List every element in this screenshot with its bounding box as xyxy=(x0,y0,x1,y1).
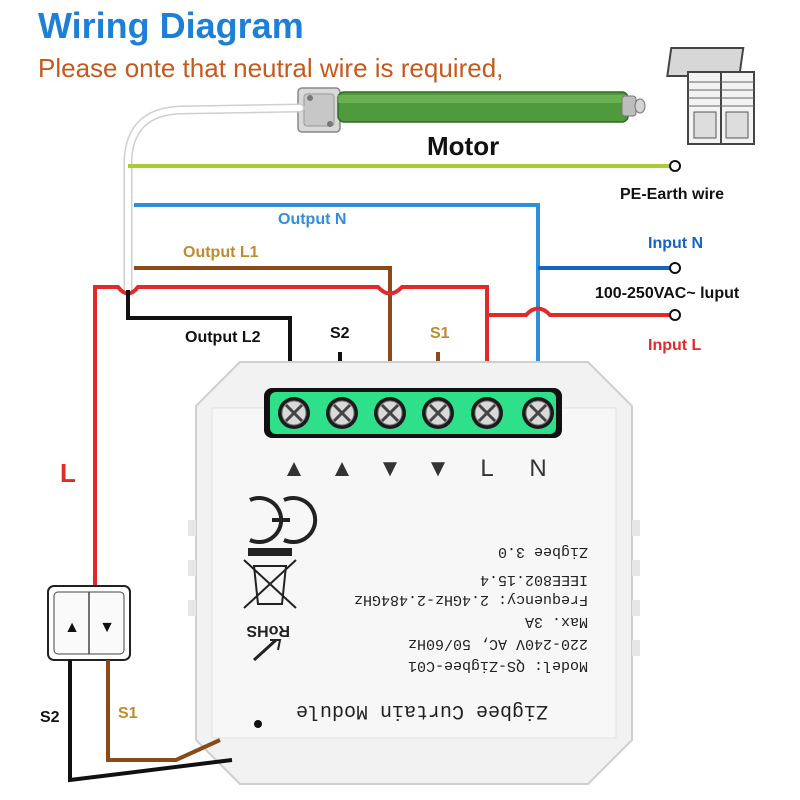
wall-switch[interactable] xyxy=(47,585,131,661)
motor-icon xyxy=(297,87,646,133)
terminal-mark: ▲ xyxy=(330,455,354,482)
rohs-icon xyxy=(252,638,282,662)
module-spec-line: Frequency: 2.4GHz-2.484GHz xyxy=(354,591,588,608)
terminal-mark: ▼ xyxy=(426,455,450,482)
switch-s1-label: S1 xyxy=(118,705,138,722)
terminal-screw xyxy=(278,397,310,429)
motor-cable xyxy=(123,103,305,295)
supply-voltage-label: 100-250VAC~ luput xyxy=(595,285,740,302)
terminal-screw xyxy=(374,397,406,429)
input-l-wire xyxy=(488,306,673,317)
l-wire-label: L xyxy=(60,458,76,488)
module-spec-line: Max. 3A xyxy=(525,613,588,630)
switch-s1-wire xyxy=(106,660,221,762)
switch-up-button[interactable]: ▲ xyxy=(64,619,80,636)
module-spec-line: IEEE802.15.4 xyxy=(480,571,588,588)
switch-s2-label: S2 xyxy=(40,709,60,726)
output-l1-wire xyxy=(134,266,392,395)
terminal-mark: L xyxy=(480,455,493,482)
line-wire xyxy=(93,285,489,585)
output-n-wire xyxy=(134,203,540,395)
terminal-mark: N xyxy=(529,455,546,482)
page-subtitle: Please onte that neutral wire is require… xyxy=(38,53,503,83)
ce-mark-text: CE xyxy=(248,519,250,521)
terminal-screw xyxy=(326,397,358,429)
output-l1-label: Output L1 xyxy=(183,244,259,261)
rohs-label: RoHS xyxy=(246,622,290,639)
earth-wire-label: PE-Earth wire xyxy=(620,186,724,203)
switch-down-button[interactable]: ▼ xyxy=(99,619,115,636)
module-spec-line: Model: QS-Zigbee-C01 xyxy=(408,657,588,674)
earth-terminal xyxy=(669,160,681,172)
terminal-screw xyxy=(471,397,503,429)
switch-s2-wire xyxy=(68,660,233,783)
terminal-mark: ▼ xyxy=(378,455,402,482)
curtain-module xyxy=(188,361,640,785)
terminal-screw xyxy=(522,397,554,429)
motor-label: Motor xyxy=(427,131,499,161)
input-n-label: Input N xyxy=(648,235,703,252)
weee-bin-icon xyxy=(243,548,297,609)
terminal-mark: ▲ xyxy=(282,455,306,482)
input-l-label: Input L xyxy=(648,337,702,354)
page-title: Wiring Diagram xyxy=(38,5,304,46)
s1-label: S1 xyxy=(430,325,450,342)
terminal-screw xyxy=(422,397,454,429)
input-l-terminal xyxy=(669,309,681,321)
s2-label: S2 xyxy=(330,325,350,342)
output-l2-wire xyxy=(126,290,292,395)
output-n-label: Output N xyxy=(278,211,346,228)
module-spec-line: 220-240V AC, 50/60Hz xyxy=(408,635,588,652)
module-name: Zigbee Curtain Module xyxy=(296,699,548,722)
output-l2-label: Output L2 xyxy=(185,329,261,346)
module-spec-line: Zigbee 3.0 xyxy=(498,543,588,560)
input-n-terminal xyxy=(669,262,681,274)
blinds-window-icon xyxy=(666,47,755,145)
ce-mark xyxy=(249,496,318,544)
